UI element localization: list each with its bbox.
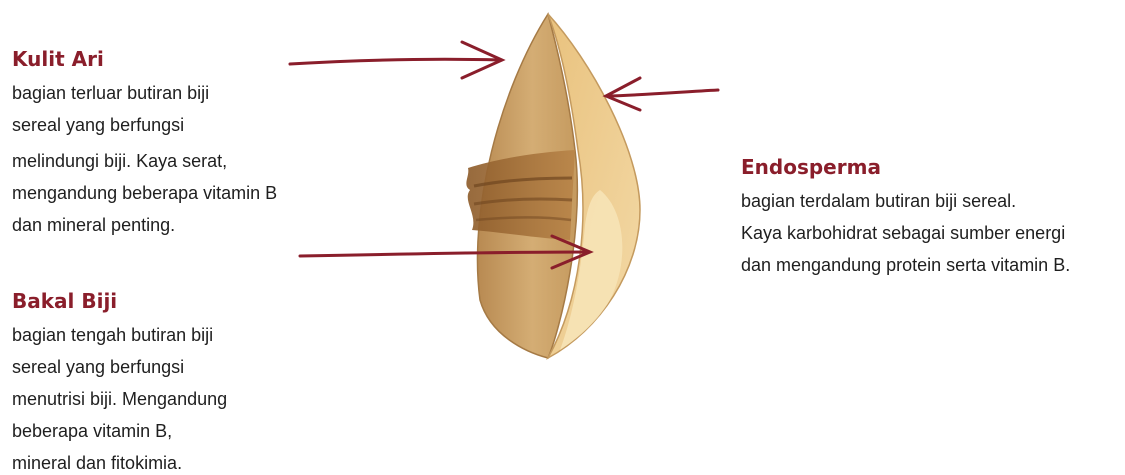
label-kulit-ari-line: bagian terluar butiran biji xyxy=(12,77,277,109)
label-bakal-biji-line: sereal yang berfungsi xyxy=(12,351,227,383)
label-kulit-ari-line: sereal yang berfungsi xyxy=(12,109,277,141)
label-endosperma-line: dan mengandung protein serta vitamin B. xyxy=(741,249,1070,281)
label-bakal-biji-line: bagian tengah butiran biji xyxy=(12,319,227,351)
grain-bran-layers xyxy=(466,150,575,240)
label-kulit-ari-line: dan mineral penting. xyxy=(12,209,277,241)
label-bakal-biji: Bakal Biji bagian tengah butiran biji se… xyxy=(12,289,227,475)
label-bakal-biji-line: menutrisi biji. Mengandung xyxy=(12,383,227,415)
label-bakal-biji-line: mineral dan fitokimia. xyxy=(12,447,227,475)
arrow-kulit-ari xyxy=(290,42,502,78)
label-endosperma: Endosperma bagian terdalam butiran biji … xyxy=(741,155,1070,281)
label-kulit-ari-line: melindungi biji. Kaya serat, xyxy=(12,145,277,177)
label-bakal-biji-title: Bakal Biji xyxy=(12,289,227,313)
label-endosperma-title: Endosperma xyxy=(741,155,1070,179)
label-endosperma-line: Kaya karbohidrat sebagai sumber energi xyxy=(741,217,1070,249)
label-bakal-biji-line: beberapa vitamin B, xyxy=(12,415,227,447)
label-kulit-ari-line: mengandung beberapa vitamin B xyxy=(12,177,277,209)
label-kulit-ari-title: Kulit Ari xyxy=(12,47,277,71)
arrow-endosperma xyxy=(606,78,718,110)
label-kulit-ari: Kulit Ari bagian terluar butiran biji se… xyxy=(12,47,277,241)
label-endosperma-line: bagian terdalam butiran biji sereal. xyxy=(741,185,1070,217)
